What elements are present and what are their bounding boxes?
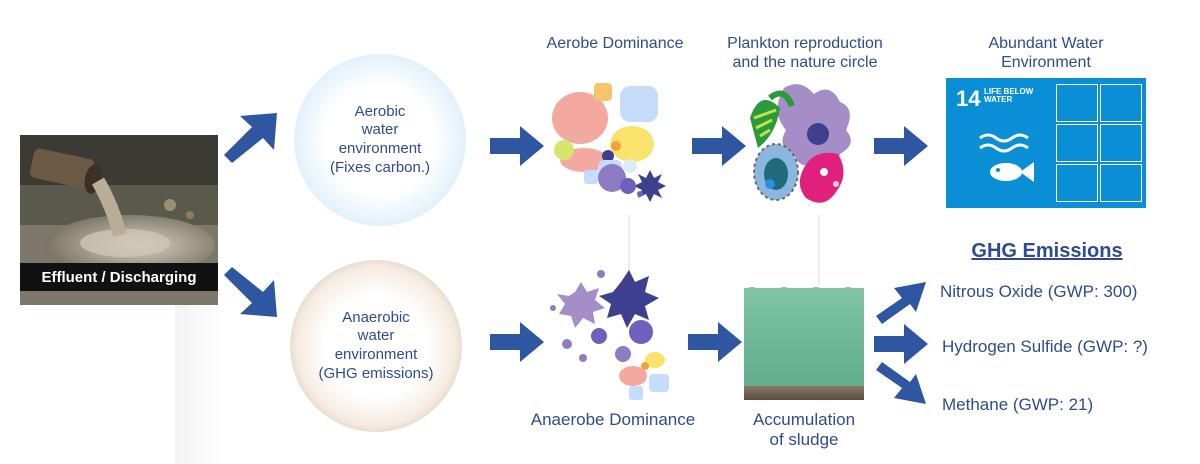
plankton-label-line-2: and the nature circle bbox=[732, 54, 878, 72]
anaerobic-line-2: water bbox=[357, 327, 395, 345]
sdg-number: 14 bbox=[956, 86, 981, 111]
connector-line bbox=[628, 215, 630, 285]
sludge-layer bbox=[744, 386, 864, 400]
aerobic-circle: Aerobic water environment (Fixes carbon.… bbox=[294, 54, 466, 226]
arrow-right-icon bbox=[874, 126, 928, 166]
anaerobic-line-3: environment bbox=[334, 346, 418, 363]
light-beam bbox=[175, 305, 227, 464]
sludge-label: Accumulation of sludge bbox=[724, 410, 884, 451]
abundant-water-label-line-1: Abundant Water bbox=[988, 35, 1104, 52]
fish-icon bbox=[979, 133, 1034, 182]
aerobic-line-3: environment bbox=[338, 140, 422, 157]
arrow-right-icon bbox=[692, 126, 746, 166]
wave-icon bbox=[1056, 84, 1098, 122]
coral-icon bbox=[1056, 164, 1098, 202]
fish-school-icon bbox=[1100, 84, 1142, 122]
gas-nitrous-oxide: Nitrous Oxide (GWP: 300) bbox=[940, 282, 1138, 301]
water-surface-wave bbox=[744, 287, 864, 296]
sdg-title: LIFE BELOW WATER bbox=[984, 87, 1034, 105]
aerobic-line-4: (Fixes carbon.) bbox=[329, 158, 431, 176]
anaerobe-dominance-label: Anaerobe Dominance bbox=[530, 410, 696, 429]
sludge-label-line-1: Accumulation bbox=[752, 410, 856, 429]
arrow-down-right-icon bbox=[224, 267, 277, 317]
plankton-label-line-1: Plankton reproduction bbox=[727, 35, 883, 52]
aerobe-dominance-label: Aerobe Dominance bbox=[546, 35, 684, 52]
gas-methane: Methane (GWP: 21) bbox=[942, 395, 1094, 414]
effluent-photo: Effluent / Discharging bbox=[20, 135, 218, 305]
aerobe-microbes-illustration bbox=[552, 83, 666, 202]
sdg-title-line-1: LIFE BELOW bbox=[984, 87, 1034, 96]
arrow-right-icon bbox=[490, 126, 544, 166]
aerobic-line-2: water bbox=[361, 121, 399, 139]
gas-hydrogen-sulfide: Hydrogen Sulfide (GWP: ?) bbox=[942, 337, 1148, 356]
ghg-emissions-title: GHG Emissions bbox=[971, 240, 1123, 262]
sludge-tank bbox=[744, 287, 864, 400]
plankton-label: Plankton reproduction and the nature cir… bbox=[700, 34, 910, 72]
arrow-down-right-icon bbox=[876, 362, 926, 404]
arrow-right-icon bbox=[874, 324, 928, 364]
ship-icon bbox=[1100, 164, 1142, 202]
anaerobe-microbes-illustration bbox=[550, 270, 669, 400]
pollution-icon bbox=[1100, 124, 1142, 162]
anaerobic-line-4: (GHG emissions) bbox=[318, 364, 434, 382]
sdg-title-line-2: WATER bbox=[984, 95, 1013, 105]
sludge-label-line-2: of sludge bbox=[769, 430, 839, 450]
sdg-icon-grid bbox=[1056, 84, 1142, 202]
effluent-photo-illustration bbox=[20, 135, 218, 305]
arrow-right-icon bbox=[490, 322, 544, 362]
arrow-up-right-icon bbox=[876, 282, 926, 324]
arrow-right-icon bbox=[688, 322, 742, 362]
effluent-caption: Effluent / Discharging bbox=[20, 263, 218, 291]
anaerobic-line-1: Anaerobic bbox=[342, 308, 410, 326]
plankton-illustration bbox=[750, 84, 851, 203]
aerobic-line-1: Aerobic bbox=[354, 102, 406, 120]
abundant-water-label-line-2: Environment bbox=[1001, 54, 1091, 72]
sdg-14-tile: 14 LIFE BELOW WATER bbox=[946, 78, 1146, 208]
connector-line bbox=[818, 215, 820, 285]
anaerobic-circle: Anaerobic water environment (GHG emissio… bbox=[290, 260, 462, 432]
arrow-up-right-icon bbox=[224, 113, 277, 163]
abundant-water-label: Abundant Water Environment bbox=[946, 34, 1146, 72]
fish-icon bbox=[1056, 124, 1098, 162]
